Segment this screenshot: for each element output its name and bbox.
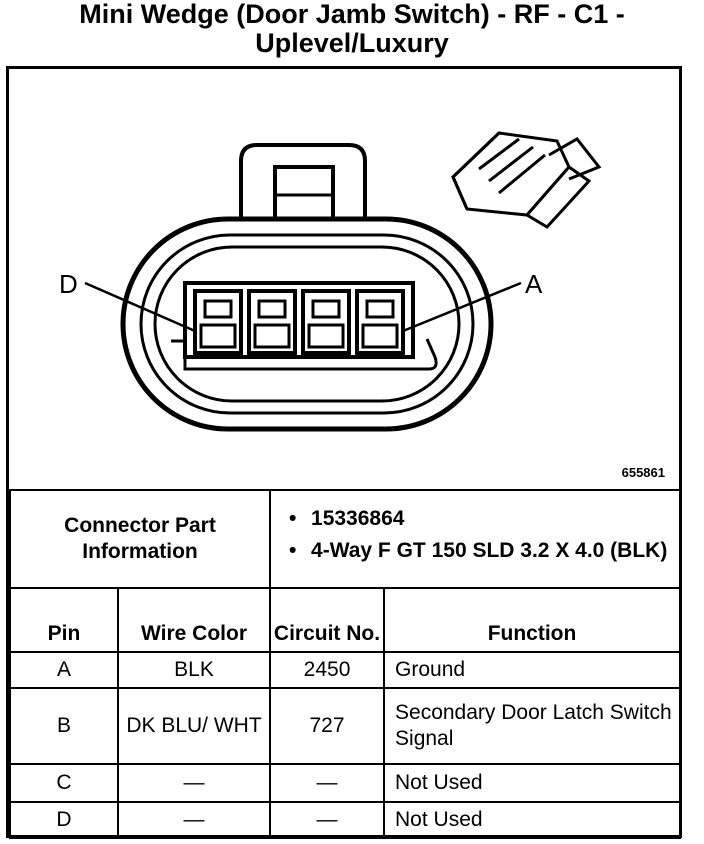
connector-info-row: Connector Part Information 15336864 4-Wa… [8,489,682,589]
function-cell: Not Used [383,801,682,839]
connector-face-drawing [84,131,602,432]
pin-cell: B [9,687,119,765]
page-title: Mini Wedge (Door Jamb Switch) - RF - C1 … [79,0,625,58]
header-circuit: Circuit No. [269,587,386,653]
function-cell: Not Used [383,763,682,803]
circuit-cell: — [269,801,386,839]
connector-figure: D A 655861 [9,69,679,489]
diagram-frame: D A 655861 Connector Part Information 15… [6,66,682,839]
connector-info-list: 15336864 4-Way F GT 150 SLD 3.2 X 4.0 (B… [271,502,679,576]
circuit-cell: — [269,763,386,803]
header-wire-color: Wire Color [116,587,272,653]
figure-id: 655861 [621,465,665,480]
table-row: A BLK 2450 Ground [9,651,682,689]
wire-color-cell: — [116,763,272,803]
header-pin: Pin [9,587,119,653]
pin-cell: C [9,763,119,803]
pin-cell: D [9,801,119,839]
table-row: D — — Not Used [9,801,682,839]
wire-color-cell: BLK [116,651,272,689]
circuit-cell: 2450 [269,651,386,689]
wire-color-cell: DK BLU/ WHT [116,687,272,765]
part-number: 15336864 [289,506,679,532]
pin-label-a: A [525,269,543,299]
wire-color-cell: — [116,801,272,839]
pinout-table: Connector Part Information 15336864 4-Wa… [8,489,682,839]
function-cell: Ground [383,651,682,689]
connector-info-label: Connector Part Information [8,489,272,589]
header-row: Pin Wire Color Circuit No. Function [9,587,682,653]
table-row: B DK BLU/ WHT 727 Secondary Door Latch S… [9,687,682,765]
pin-cell: A [9,651,119,689]
circuit-cell: 727 [269,687,386,765]
connector-description: 4-Way F GT 150 SLD 3.2 X 4.0 (BLK) [289,538,679,564]
connector-info-cell: 15336864 4-Way F GT 150 SLD 3.2 X 4.0 (B… [269,489,682,589]
table-row: C — — Not Used [9,763,682,803]
function-cell: Secondary Door Latch Switch Signal [383,687,682,765]
header-function: Function [383,587,682,653]
pin-label-d: D [59,269,78,299]
